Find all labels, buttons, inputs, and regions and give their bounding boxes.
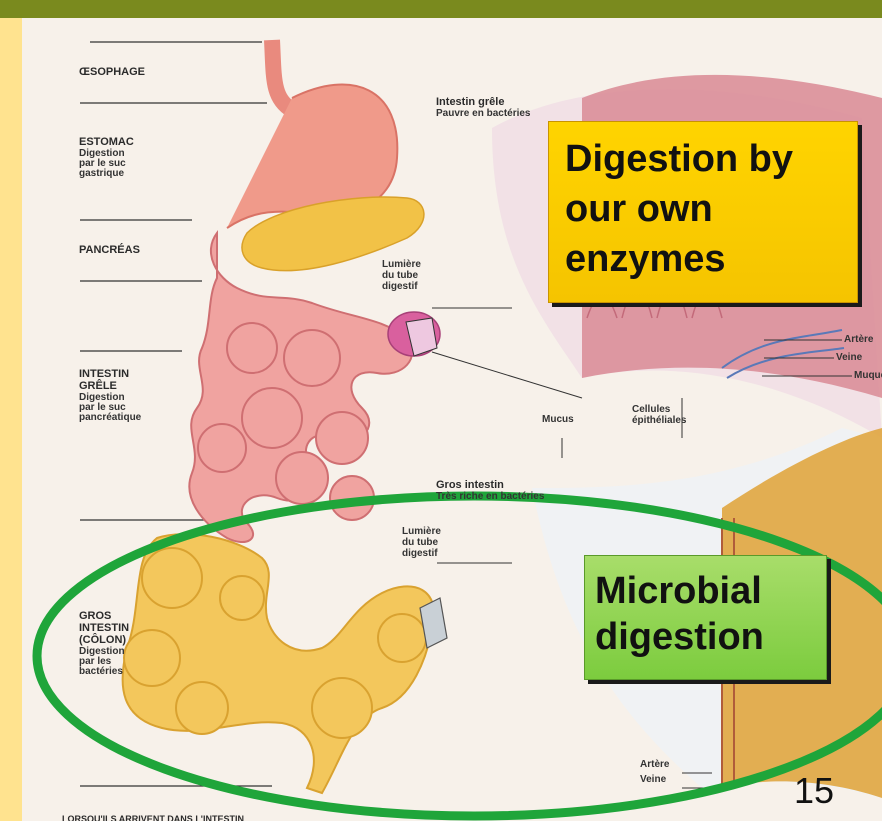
label-pancreas: PANCRÉAS [79,244,140,256]
label-estomac: ESTOMAC [79,136,134,148]
label-lumiere-1b: du tube [382,270,418,281]
label-intestin-grele-2: GRÊLE [79,380,117,392]
label-gi-subtitle: Très riche en bactéries [436,492,544,502]
label-muqueuse: Muqueuse [854,370,882,381]
top-bar [0,0,882,18]
label-ig-subtitle: Pauvre en bactéries [436,109,531,119]
label-gi-sub-3: bactéries [79,667,123,677]
label-artere: Artère [844,334,873,345]
label-cellules-1: Cellules [632,404,670,415]
label-cellules-2: épithéliales [632,415,686,426]
label-gros-intestin-2: INTESTIN [79,622,129,634]
label-lumiere-1a: Lumière [382,259,421,270]
label-mucus: Mucus [542,414,574,425]
label-gros-intestin-3: (CÔLON) [79,634,126,646]
label-gi-title: Gros intestin [436,479,504,491]
callout-own-enzymes-text: Digestion by our own enzymes [565,134,857,284]
label-veine: Veine [836,352,862,363]
label-veine-2: Veine [640,774,666,785]
callout-own-enzymes: Digestion by our own enzymes [548,121,858,303]
label-lumiere-2a: Lumière [402,526,441,537]
label-ig-title: Intestin grêle [436,96,504,108]
label-lumiere-2b: du tube [402,537,438,548]
page-number: 15 [794,770,834,812]
label-lumiere-1c: digestif [382,281,418,292]
label-gros-intestin-1: GROS [79,610,111,622]
label-lumiere-2c: digestif [402,548,438,559]
label-bottom-text: LORSQU'ILS ARRIVENT DANS L'INTESTIN [62,813,244,821]
callout-microbial: Microbial digestion [584,555,827,680]
label-intestin-grele-1: INTESTIN [79,368,129,380]
label-artere-2: Artère [640,759,669,770]
callout-microbial-text: Microbial digestion [595,568,826,660]
label-oesophage: ŒSOPHAGE [79,66,145,78]
label-ig-sub-3: pancréatique [79,413,141,423]
label-estomac-sub-3: gastrique [79,169,124,179]
left-frame [0,18,22,821]
